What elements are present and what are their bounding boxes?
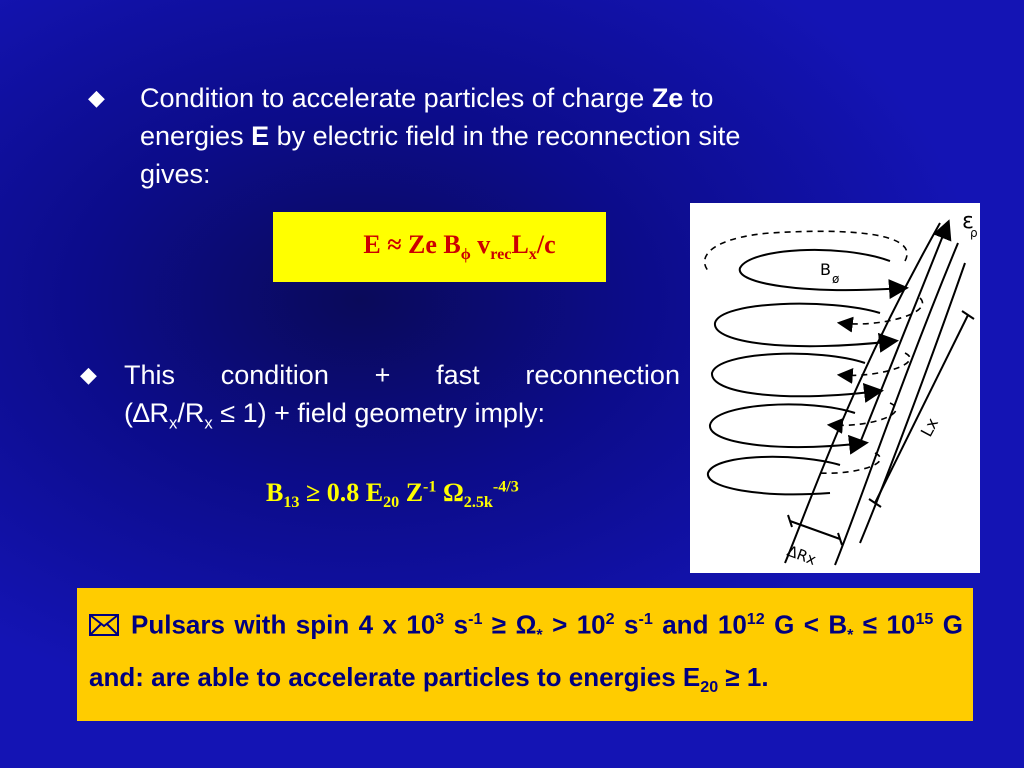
b2-open: (∆R — [124, 398, 170, 428]
field-loop — [708, 403, 869, 455]
field-loop-dashed — [836, 297, 924, 333]
summary-sup: -1 — [638, 610, 653, 628]
bullet-2-word: fast — [436, 360, 480, 390]
lx-bracket-line — [874, 314, 969, 504]
bullet-1-ze: Ze — [651, 83, 684, 113]
bullet-2-word: This — [124, 360, 176, 390]
bullet-1: ◆ Condition to accelerate particles of c… — [88, 79, 888, 193]
bullet-1-text: Condition to accelerate particles of cha… — [140, 79, 888, 193]
bullet-2-word: condition — [220, 360, 329, 390]
eq1-c: /c — [536, 229, 556, 259]
eq1-rec: rec — [490, 246, 512, 264]
reconnection-diagram: ε ρ B ø Lx ΔRx — [690, 203, 980, 573]
eq2-omega-sup: -4/3 — [492, 478, 519, 496]
eq2-omega-sub: 2.5k — [463, 494, 493, 512]
bullet-1-to: to — [690, 83, 714, 113]
sheet-outer-line — [859, 262, 966, 544]
summary-text: Pulsars with spin 4 x 10 — [131, 609, 436, 640]
drx-label: ΔRx — [785, 542, 819, 569]
bullet-1-energies: energies — [140, 121, 244, 151]
sheet-right-line — [834, 242, 959, 566]
eq1-l: L — [511, 229, 529, 259]
reconnection-diagram-svg: ε ρ B ø Lx ΔRx — [703, 209, 978, 569]
field-loop-dashed — [703, 230, 908, 274]
lx-label: Lx — [917, 415, 942, 440]
bullet-2-line-1: This condition + fast reconnection — [124, 356, 680, 394]
drx-bracket-line — [789, 520, 841, 540]
field-loop — [706, 455, 841, 496]
drx-bracket-cap — [787, 514, 793, 528]
summary-text: s — [614, 609, 639, 640]
field-loop — [713, 302, 899, 353]
bullet-2-word: reconnection — [525, 360, 680, 390]
b2-x: x — [169, 413, 178, 433]
field-loop-dashed — [836, 352, 911, 384]
bullet-2-line-2: (∆Rx/Rx ≤ 1) + field geometry imply: — [124, 394, 680, 442]
summary-sup: 15 — [915, 610, 934, 628]
summary-text: ≥ 1. — [718, 661, 769, 692]
b-label: B — [820, 260, 831, 279]
lx-bracket-cap — [868, 498, 882, 508]
rho-label: ρ — [970, 226, 978, 240]
field-loop — [738, 248, 909, 300]
bullet-2-word: + — [374, 360, 391, 390]
equation-2: B13 ≥ 0.8 E20 Z-1 Ω2.5k-4/3 — [266, 478, 519, 512]
summary-sub: * — [536, 625, 543, 644]
eq1-phi: ϕ — [460, 246, 471, 264]
summary-text: ≥ Ω — [482, 609, 537, 640]
eq2-e-sub: 20 — [383, 494, 400, 512]
eq1-approx: ≈ — [387, 229, 402, 259]
summary-sub: * — [847, 625, 854, 644]
b2-rest: ≤ 1) + field geometry imply: — [212, 398, 545, 428]
eq1-e: E — [363, 229, 381, 259]
field-loop — [710, 352, 884, 403]
efield-arrow — [859, 219, 952, 444]
b2-slash: /R — [177, 398, 205, 428]
summary-text: G < B — [764, 609, 848, 640]
summary-box: Pulsars with spin 4 x 103 s-1 ≥ Ω* > 102… — [77, 588, 973, 721]
eq2-ge: ≥ 0.8 E — [299, 478, 384, 507]
summary-text: ≤ 10 — [853, 609, 916, 640]
summary-text: G and: are able to accelerate particles … — [89, 609, 964, 692]
eq1-ze: Ze B — [407, 229, 461, 259]
summary-text: and 10 — [652, 609, 747, 640]
field-loop-dashed — [819, 452, 882, 474]
bullet-2: ◆ This condition + fast reconnection (∆R… — [80, 356, 680, 442]
diamond-bullet-icon: ◆ — [88, 85, 105, 110]
summary-sup: 2 — [605, 610, 615, 628]
b-sub-label: ø — [832, 272, 839, 286]
drx-bracket-cap — [837, 532, 843, 546]
eq2-z: Z — [399, 478, 424, 507]
eq1-x: x — [528, 246, 537, 264]
eq1-v: v — [477, 229, 491, 259]
b2-x2: x — [204, 413, 213, 433]
diamond-bullet-icon: ◆ — [80, 362, 97, 387]
eq2-omega: Ω — [436, 478, 464, 507]
equation-1-box: E ≈ Ze Bϕ vrecLx/c — [273, 212, 606, 282]
eq2-z-sup: -1 — [423, 478, 437, 496]
equation-1: E ≈ Ze Bϕ vrecLx/c — [363, 230, 555, 264]
epsilon-label: ε — [962, 209, 974, 234]
bullet-1-gives: gives: — [140, 159, 211, 189]
summary-sup: 12 — [746, 610, 765, 628]
summary-text: > 10 — [542, 609, 606, 640]
field-loop-dashed — [826, 402, 897, 434]
summary-sup: -1 — [468, 610, 483, 628]
summary-sup: 3 — [435, 610, 445, 628]
envelope-icon — [89, 613, 119, 636]
eq2-b: B — [266, 478, 284, 507]
bullet-1-lead: Condition to accelerate particles of cha… — [140, 83, 645, 113]
bullet-1-e: E — [251, 121, 270, 151]
summary-text: s — [444, 609, 469, 640]
bullet-2-text: This condition + fast reconnection (∆Rx/… — [124, 356, 680, 442]
eq2-b-sub: 13 — [283, 494, 300, 512]
lx-bracket-cap — [961, 310, 975, 320]
summary-sub: 20 — [700, 678, 719, 697]
bullet-1-rest: by electric field in the reconnection si… — [276, 121, 741, 151]
